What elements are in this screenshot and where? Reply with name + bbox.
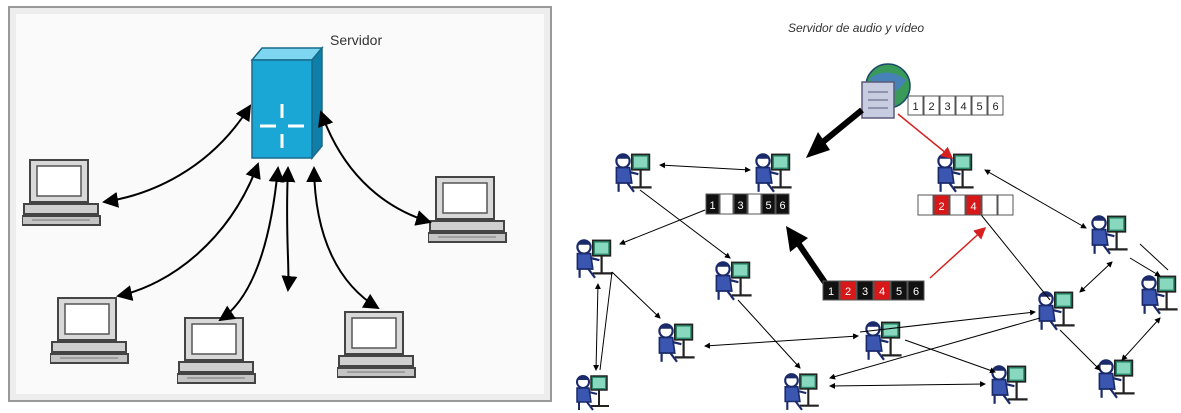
packet-cell <box>917 194 934 216</box>
packet-label: 2 <box>845 286 851 298</box>
packet-label: 4 <box>879 286 885 298</box>
packet-label: 6 <box>992 101 998 113</box>
packet-label: 5 <box>896 286 902 298</box>
av-server-title: Servidor de audio y vídeo <box>788 21 925 35</box>
packet-label: 1 <box>912 101 918 113</box>
p2p-links <box>593 162 1169 389</box>
packet-cell <box>839 280 857 301</box>
packet-cell <box>923 95 940 116</box>
red-stream-arrows <box>897 113 987 279</box>
packet-cell <box>822 280 840 301</box>
packet-label: 3 <box>737 200 743 212</box>
packet-cell <box>971 95 988 116</box>
packet-cell <box>939 95 956 116</box>
user-icon <box>1098 359 1136 399</box>
packet-label: 5 <box>765 200 771 212</box>
thick-stream-arrows <box>786 107 864 286</box>
server-label: Servidor <box>330 32 383 48</box>
packet-label: 4 <box>970 201 976 213</box>
packet-cell <box>981 194 998 216</box>
packet-label: 4 <box>960 101 966 113</box>
packet-cell <box>907 95 924 116</box>
packet-label: 2 <box>938 201 944 213</box>
switch-server-icon <box>250 45 324 161</box>
user-icon <box>937 153 975 193</box>
packet-label: 6 <box>913 286 919 298</box>
packet-cell <box>873 280 891 301</box>
packet-label: 3 <box>862 286 868 298</box>
packet-cell <box>965 194 982 216</box>
packet-cell <box>747 193 762 215</box>
packet-cell <box>719 193 734 215</box>
user-icon <box>615 153 653 193</box>
packet-cell <box>997 194 1014 216</box>
packet-label: 5 <box>976 101 982 113</box>
packet-cell <box>775 193 790 215</box>
computer-icon <box>428 176 507 243</box>
packet-cell <box>955 95 972 116</box>
user-icon <box>1038 291 1076 331</box>
computer-icon <box>337 311 416 378</box>
packet-cell <box>705 193 720 215</box>
packet-cell <box>907 280 925 301</box>
packet-cell <box>987 95 1004 116</box>
packet-cell <box>856 280 874 301</box>
packet-label: 3 <box>944 101 950 113</box>
user-icon <box>784 373 820 411</box>
user-icon <box>576 239 614 279</box>
packet-label: 1 <box>828 286 834 298</box>
packet-label: 1 <box>709 200 715 212</box>
computer-icon <box>177 317 256 384</box>
computer-icon <box>50 297 129 364</box>
packet-cell <box>933 194 950 216</box>
packet-cell <box>761 193 776 215</box>
packet-cell <box>733 193 748 215</box>
packet-cell <box>949 194 966 216</box>
user-icon <box>991 365 1029 405</box>
packet-label: 2 <box>928 101 934 113</box>
packet-label: 6 <box>779 200 785 212</box>
user-icon <box>1091 215 1129 255</box>
av-server-icon <box>861 63 911 119</box>
computer-icon <box>22 159 101 226</box>
user-icon <box>658 323 696 363</box>
packet-cell <box>890 280 908 301</box>
user-icon <box>576 375 610 411</box>
lan-links <box>102 104 432 322</box>
user-icon <box>715 261 753 301</box>
user-icon <box>755 153 793 193</box>
user-icon <box>1141 275 1179 315</box>
